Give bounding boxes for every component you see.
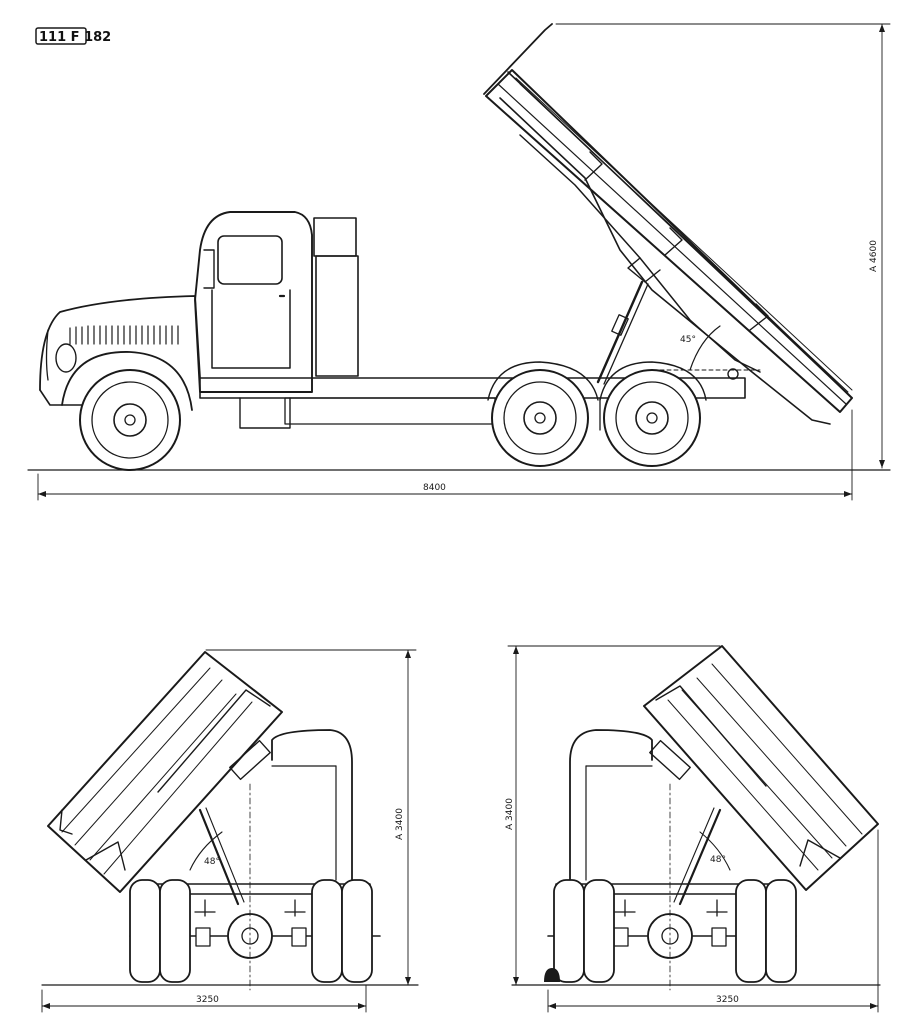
- rear-wheel-2: [603, 369, 701, 467]
- driver-cab: [194, 211, 313, 393]
- body-planks: [515, 77, 853, 393]
- cab-rear-box: [313, 217, 359, 377]
- left-cab-outline: [271, 729, 353, 881]
- right-angle-label: 48°: [710, 855, 726, 865]
- stake-pockets: [584, 151, 769, 331]
- headlamp-icon: [55, 343, 77, 373]
- side-length-dimension: 8400: [37, 409, 853, 501]
- side-height-label: A 4600: [869, 240, 879, 272]
- right-dual-wheels-inner: [553, 879, 615, 983]
- hood-vents: [69, 325, 179, 345]
- right-width-label: 3250: [716, 995, 739, 1005]
- right-hydraulic-ram: [678, 808, 722, 906]
- left-angle-label: 48°: [204, 857, 220, 867]
- tipped-dump-body: [483, 23, 853, 425]
- cab-window: [217, 235, 283, 285]
- left-dual-wheels-inner: [129, 879, 191, 983]
- left-hydraulic-ram: [198, 808, 240, 906]
- left-dual-wheels-outer: [311, 879, 373, 983]
- drawing-stamp: 111 F 182: [35, 27, 111, 45]
- left-tipped-body: [47, 651, 283, 893]
- rear-wheel-1: [491, 369, 589, 467]
- rear-view-right: 48° 3250 A 3400: [505, 645, 881, 1013]
- right-tipped-body: [643, 645, 879, 891]
- engine-hood: [39, 295, 201, 406]
- right-height-label: A 3400: [505, 798, 515, 830]
- stamp-label: 111 F 182: [39, 30, 111, 45]
- right-dual-wheels-outer: [735, 879, 797, 983]
- side-length-label: 8400: [423, 483, 446, 493]
- cab-door: [211, 289, 291, 369]
- left-width-label: 3250: [196, 995, 219, 1005]
- hydraulic-ram: [596, 280, 649, 385]
- side-height-dimension: A 4600: [555, 23, 891, 469]
- wheel-chock-icon: [544, 968, 560, 982]
- left-height-label: A 3400: [395, 808, 405, 840]
- right-cab-outline: [569, 729, 653, 881]
- side-view: 45° 8400: [27, 23, 891, 501]
- hinge-pivot-icon: [727, 368, 739, 380]
- front-wheel: [79, 369, 181, 471]
- side-tip-angle: 45°: [659, 325, 761, 371]
- side-angle-label: 45°: [680, 335, 696, 345]
- rear-view-left: 48° 3250 A 3400: [41, 649, 419, 1013]
- front-fender: [61, 351, 193, 411]
